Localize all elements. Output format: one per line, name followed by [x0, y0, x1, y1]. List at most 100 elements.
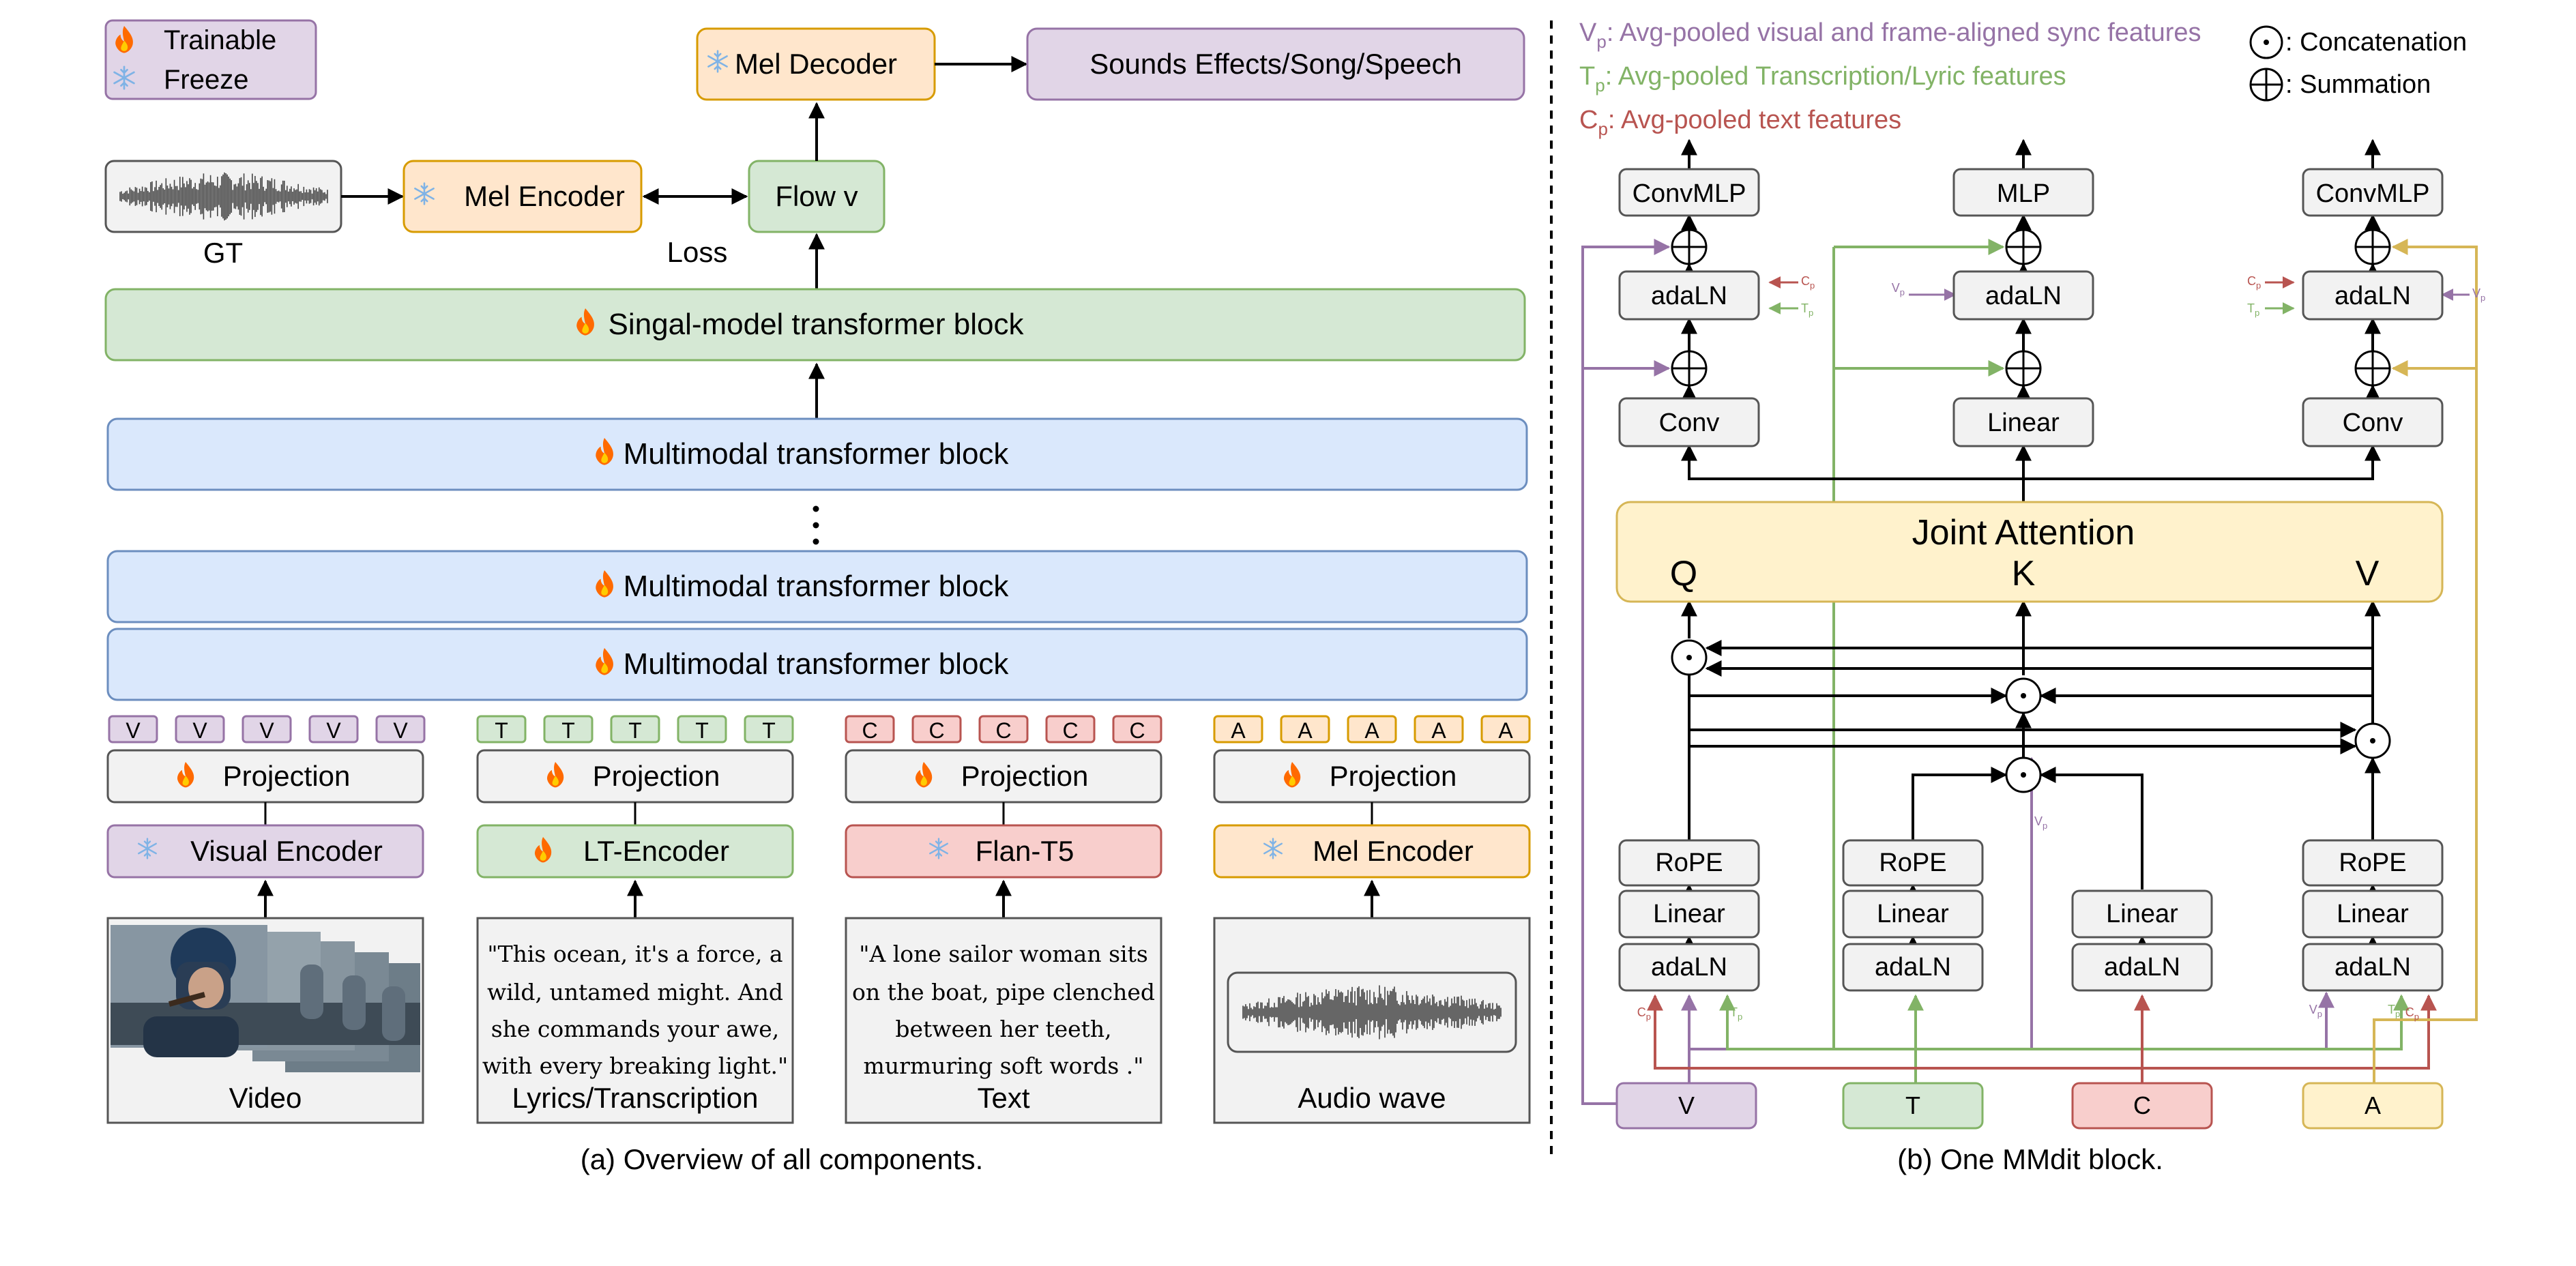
convmlp-label: ConvMLP — [1633, 179, 1746, 208]
mel-decoder-label: Mel Decoder — [735, 48, 897, 80]
svg-text:A: A — [1298, 718, 1313, 743]
svg-text:Vp: Vp — [2472, 286, 2485, 303]
token-audio: A — [1414, 715, 1464, 744]
adaln-label: adaLN — [2104, 953, 2180, 982]
multimodal-label: Multimodal transformer block — [624, 647, 1010, 681]
svg-text:T: T — [495, 718, 508, 743]
q-label: Q — [1670, 554, 1697, 593]
conv-label: Conv — [2343, 409, 2403, 437]
def-cp: Cp: Avg-pooled text features — [1579, 106, 1901, 139]
legend-freeze: Freeze — [164, 65, 249, 95]
def-tp: Tp: Avg-pooled Transcription/Lyric featu… — [1579, 62, 2066, 95]
multimodal-label: Multimodal transformer block — [624, 570, 1010, 603]
visual-encoder-box — [106, 824, 424, 879]
concat-icon — [1671, 639, 1708, 676]
mlp-label: MLP — [1997, 179, 2050, 208]
svg-text:Cp: Avg-pooled text features: Cp: Avg-pooled text features — [1579, 106, 1901, 139]
multimodal-label: Multimodal transformer block — [624, 437, 1010, 471]
adaln-label: adaLN — [1875, 953, 1951, 982]
legend-box — [104, 19, 317, 100]
linear-mid-box — [1952, 397, 2094, 447]
mel-encoder-bottom-label: Mel Encoder — [1313, 835, 1474, 867]
svg-text:C: C — [1129, 718, 1145, 743]
text-line: on the boat, pipe clenched — [852, 979, 1155, 1005]
mel-encoder-bottom-box — [1213, 824, 1531, 879]
rope-label: RoPE — [1655, 849, 1723, 877]
visual-encoder-label: Visual Encoder — [190, 835, 383, 867]
input-c-label: C — [2133, 1091, 2151, 1119]
input-t-label: T — [1905, 1091, 1920, 1119]
joint-attention-box — [1615, 501, 2444, 603]
lt-encoder-box — [476, 824, 794, 879]
projection-label: Projection — [593, 760, 720, 792]
concat-icon — [2354, 722, 2391, 759]
svg-text:T: T — [628, 718, 642, 743]
projection-label: Projection — [223, 760, 351, 792]
svg-text:V: V — [126, 718, 141, 743]
adaln-label: adaLN — [1985, 282, 2062, 310]
overview-caption: (a) Overview of all components. — [581, 1143, 984, 1175]
token-video: V — [175, 715, 225, 744]
text-line: "A lone sailor woman sits — [859, 941, 1148, 967]
legend-trainable: Trainable — [164, 25, 276, 55]
token-audio: A — [1213, 715, 1263, 744]
input-v-label: V — [1678, 1091, 1695, 1119]
audio-waveform — [1242, 985, 1502, 1040]
text-input-box — [845, 917, 1162, 1124]
adaln-label: adaLN — [1651, 953, 1727, 982]
multimodal-block-mid — [106, 550, 1528, 623]
input-a-box — [2302, 1082, 2444, 1130]
adaln-side-arrows — [1768, 276, 2470, 314]
input-v-box — [1615, 1082, 1757, 1130]
black-flow — [1681, 138, 2381, 952]
sum-legend: : Summation — [2249, 68, 2431, 102]
audio-waveform-box — [1227, 971, 1517, 1053]
adaln-right-box — [2302, 270, 2444, 321]
side-arrow-labels: Cp Tp Vp Cp Tp Vp Cp Tp Vp Vp Tp Cp — [1637, 274, 2485, 1022]
multimodal-block-bottom — [106, 628, 1528, 701]
svg-text:Cp: Cp — [2247, 274, 2261, 291]
sum-icon — [2005, 350, 2042, 387]
single-model-label: Singal-model transformer block — [609, 308, 1025, 341]
convmlp-label: ConvMLP — [2316, 179, 2430, 208]
projection-label: Projection — [961, 760, 1089, 792]
convmlp-left-box — [1618, 168, 1760, 217]
flan-t5-label: Flan-T5 — [976, 835, 1074, 867]
rope-label: RoPE — [2339, 849, 2406, 877]
rope-label: RoPE — [1879, 849, 1946, 877]
linear-label: Linear — [1987, 409, 2060, 437]
svg-text:Vp: Avg-pooled visual and fram: Vp: Avg-pooled visual and frame-aligned … — [1579, 18, 2201, 52]
lyrics-quote: "This ocean, it's a force, a wild, untam… — [482, 941, 788, 1079]
concat-icon — [2005, 756, 2042, 793]
text-label: Text — [977, 1082, 1029, 1114]
svg-text:: Concatenation: : Concatenation — [2285, 28, 2467, 57]
svg-text:A: A — [1431, 718, 1446, 743]
svg-text:V: V — [326, 718, 341, 743]
adaln-label: adaLN — [2334, 282, 2411, 310]
conv-label: Conv — [1659, 409, 1720, 437]
svg-text:C: C — [862, 718, 877, 743]
audio-label: Audio wave — [1298, 1082, 1446, 1114]
text-line: murmuring soft words ." — [864, 1052, 1144, 1079]
svg-text:A: A — [1231, 718, 1246, 743]
svg-text:C: C — [928, 718, 944, 743]
adaln-mid-box — [1952, 270, 2094, 321]
projection-label: Projection — [1330, 760, 1457, 792]
token-video: V — [375, 715, 426, 744]
concat-nodes — [1671, 639, 2391, 793]
token-caption: C — [1045, 715, 1096, 744]
conv-left-box — [1618, 397, 1760, 447]
linear-label: Linear — [2106, 900, 2178, 928]
svg-text:: Summation: : Summation — [2285, 70, 2431, 99]
token-text_lt: T — [677, 715, 727, 744]
input-t-box — [1842, 1082, 1984, 1130]
svg-text:C: C — [995, 718, 1011, 743]
svg-text:Tp: Tp — [1730, 1005, 1742, 1022]
text-line: between her teeth, — [895, 1016, 1111, 1042]
sum-icon — [1671, 350, 1708, 387]
v-label: V — [2356, 554, 2380, 593]
joint-attention-label: Joint Attention — [1912, 513, 2135, 553]
input-a-label: A — [2365, 1091, 2381, 1119]
